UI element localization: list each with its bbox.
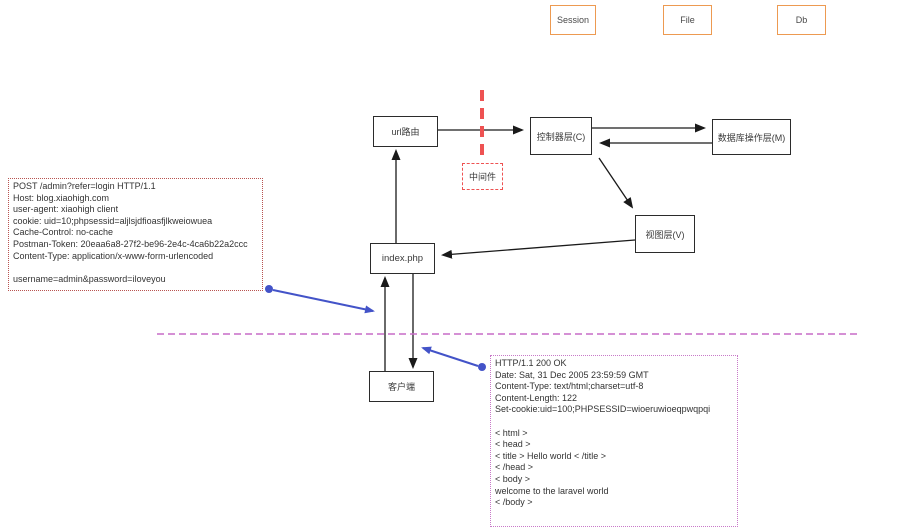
model-label: 数据库操作层(M) [717,132,786,143]
http-response-block: HTTP/1.1 200 OK Date: Sat, 31 Dec 2005 2… [490,355,738,527]
db-label: Db [795,15,808,25]
url-router-node: url路由 [373,116,438,147]
middleware-node: 中间件 [462,163,503,190]
view-node: 视图层(V) [635,215,695,253]
model-node: 数据库操作层(M) [712,119,791,155]
session-box: Session [550,5,596,35]
middleware-label: 中间件 [468,172,496,182]
http-request-block: POST /admin?refer=login HTTP/1.1 Host: b… [8,178,263,291]
index-php-label: index.php [381,253,424,264]
response-annotation-dot [478,363,486,371]
index-php-node: index.php [370,243,435,274]
client-label: 客户端 [387,382,415,392]
db-box: Db [777,5,826,35]
arrow-view-to-index [441,239,636,259]
arrow-controller-to-view [598,157,634,209]
file-label: File [680,15,695,25]
client-node: 客户端 [369,371,434,402]
controller-node: 控制器层(C) [530,117,592,155]
request-annotation-dot [265,285,273,293]
file-box: File [663,5,712,35]
view-label: 视图层(V) [645,229,685,240]
url-router-label: url路由 [391,127,420,137]
diagram-canvas: Session File Db url路由 控制器层(C) 数据库操作层(M) … [8,5,860,527]
session-label: Session [556,15,590,25]
response-annotation-arrow [421,346,479,367]
request-annotation-arrow [272,289,375,314]
controller-label: 控制器层(C) [536,131,586,142]
